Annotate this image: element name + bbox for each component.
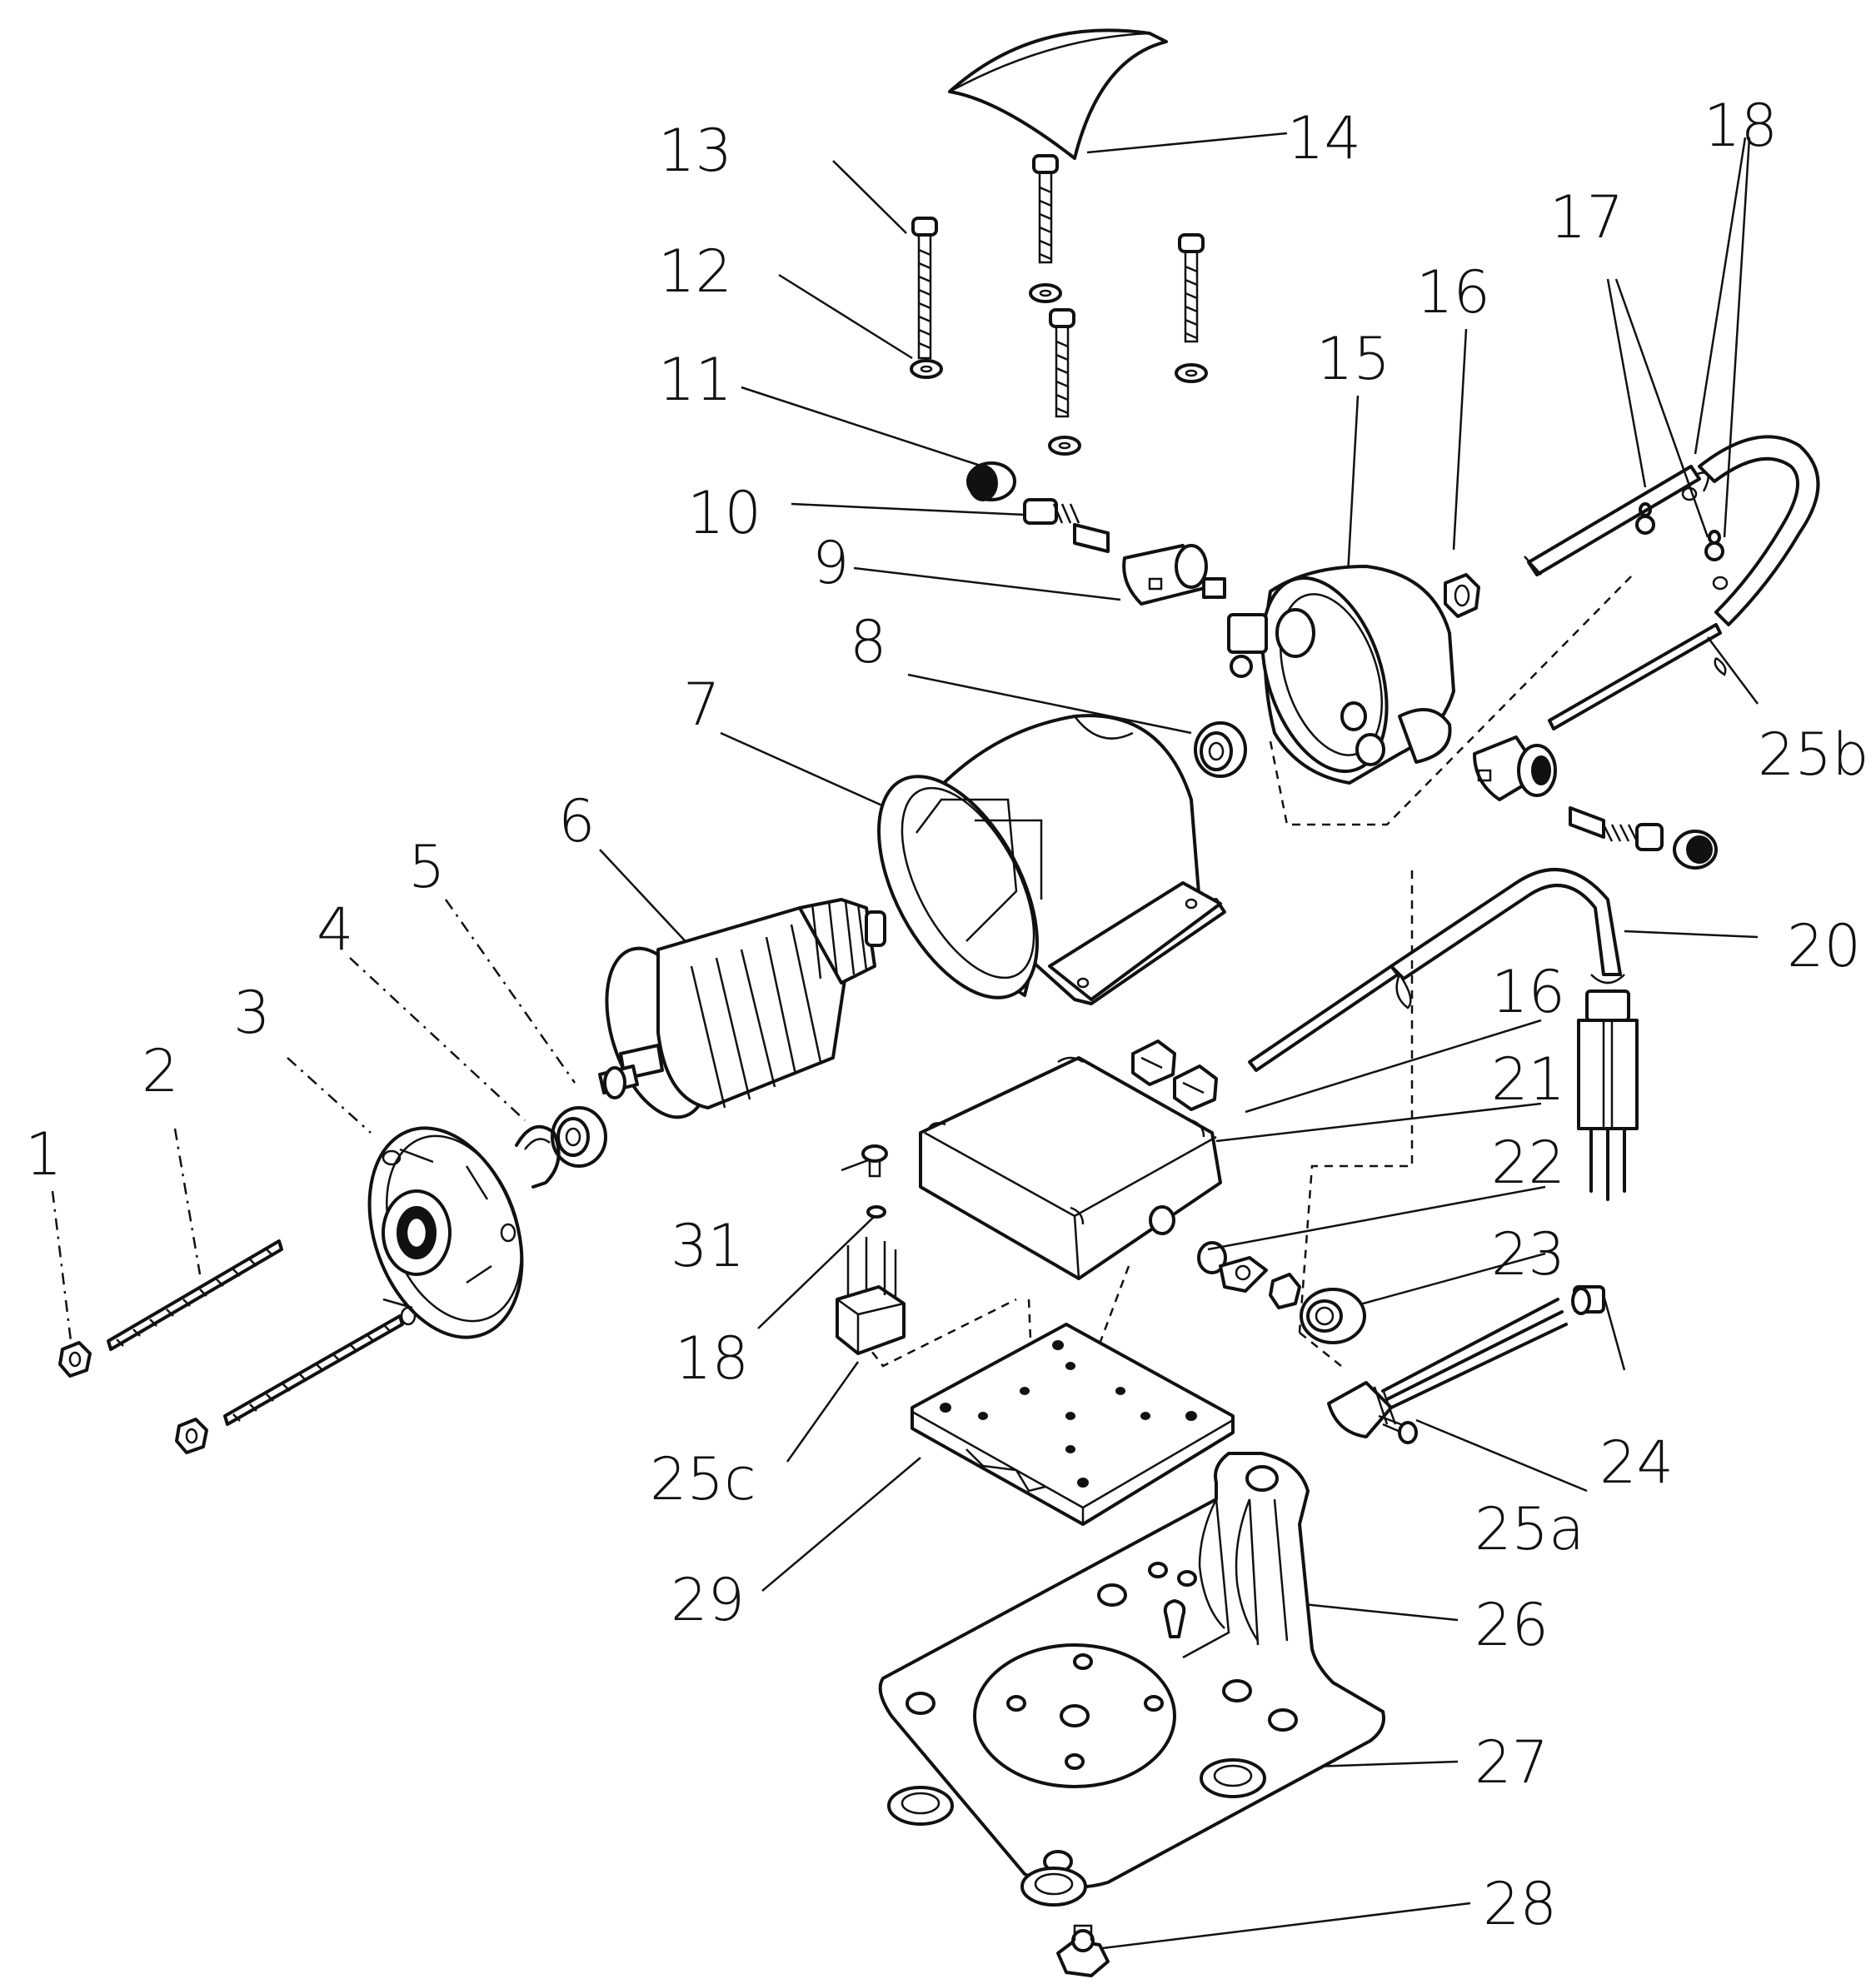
- label-31: 31: [671, 1212, 745, 1280]
- leader-lines: [51, 132, 1759, 1951]
- label-7: 7: [683, 670, 721, 739]
- part-1-nuts: [58, 1341, 208, 1454]
- part-20-power-cord: [1248, 868, 1639, 1201]
- part-27-rubber-feet: [887, 1758, 1266, 1907]
- part-labels: 1 2 3 4 5 6 7 8 9 10 11 12 13 14 15 16 1…: [25, 92, 1869, 1938]
- label-29: 29: [671, 1566, 745, 1634]
- label-18-lower: 18: [675, 1324, 749, 1393]
- part-16-strain-relief-lower: [1131, 1039, 1218, 1111]
- part-6-armature: [598, 898, 886, 1119]
- label-10: 10: [687, 479, 761, 547]
- part-7-motor-housing: [877, 714, 1226, 1005]
- part-31-screw: [861, 1144, 888, 1178]
- part-16-strain-relief-upper: [1444, 573, 1480, 618]
- lower-brush-holder-set: [1473, 735, 1718, 870]
- label-16-lower: 16: [1491, 958, 1565, 1026]
- label-11: 11: [658, 346, 732, 414]
- label-27: 27: [1474, 1728, 1549, 1797]
- label-25a: 25a: [1474, 1495, 1584, 1563]
- part-4-spring-clip: [515, 1124, 561, 1189]
- part-8-bearing: [1194, 721, 1247, 778]
- part-26-base-bracket: [878, 1452, 1385, 1889]
- label-13: 13: [658, 117, 732, 185]
- label-24: 24: [1599, 1428, 1674, 1497]
- label-16: 16: [1416, 258, 1490, 327]
- part-15-end-housing: [1227, 565, 1455, 785]
- parts-17-18-screws-washers: [1635, 486, 1729, 591]
- part-14-shield: [948, 28, 1168, 160]
- label-4: 4: [317, 895, 354, 964]
- part-23-switch-nut: [1219, 1256, 1366, 1344]
- part-22-o-ring: [1197, 1241, 1227, 1274]
- part-25b-lead-wires: [1524, 435, 1820, 730]
- label-25c: 25c: [650, 1445, 756, 1513]
- label-15: 15: [1316, 325, 1390, 393]
- part-29-mounting-plate: [911, 1323, 1235, 1526]
- label-23: 23: [1491, 1220, 1565, 1289]
- label-12: 12: [658, 237, 732, 306]
- label-3: 3: [233, 979, 271, 1047]
- label-28: 28: [1483, 1870, 1557, 1938]
- part-18-washer-lower: [866, 1205, 886, 1219]
- part-10-brush-spring: [1023, 498, 1110, 553]
- part-24-knob: [1571, 1285, 1605, 1315]
- label-8: 8: [850, 608, 887, 676]
- part-3-end-bell: [367, 1126, 524, 1339]
- label-22: 22: [1491, 1129, 1565, 1197]
- part-12-washers: [910, 283, 1208, 456]
- label-17: 17: [1549, 183, 1624, 252]
- part-13-bolts: [911, 154, 1205, 418]
- part-11-brush-cap: [966, 461, 1016, 501]
- label-25b: 25b: [1758, 720, 1869, 789]
- label-1: 1: [25, 1120, 62, 1189]
- part-21-switch-box: [919, 1056, 1222, 1280]
- label-9: 9: [812, 529, 850, 597]
- label-14: 14: [1287, 104, 1361, 172]
- label-18: 18: [1704, 92, 1778, 160]
- label-6: 6: [558, 787, 596, 855]
- label-2: 2: [142, 1037, 179, 1105]
- part-28-screw: [1056, 1924, 1110, 1977]
- part-25c-rectifier: [836, 1237, 906, 1355]
- part-25a-toggle-switch: [1327, 1298, 1568, 1444]
- label-26: 26: [1474, 1591, 1549, 1659]
- part-2-through-bolts: [107, 1239, 404, 1426]
- part-9-brush-holder: [1122, 544, 1226, 606]
- part-5-bearing: [551, 1106, 607, 1168]
- label-21: 21: [1491, 1045, 1565, 1114]
- label-5: 5: [408, 833, 446, 901]
- label-20: 20: [1787, 912, 1861, 980]
